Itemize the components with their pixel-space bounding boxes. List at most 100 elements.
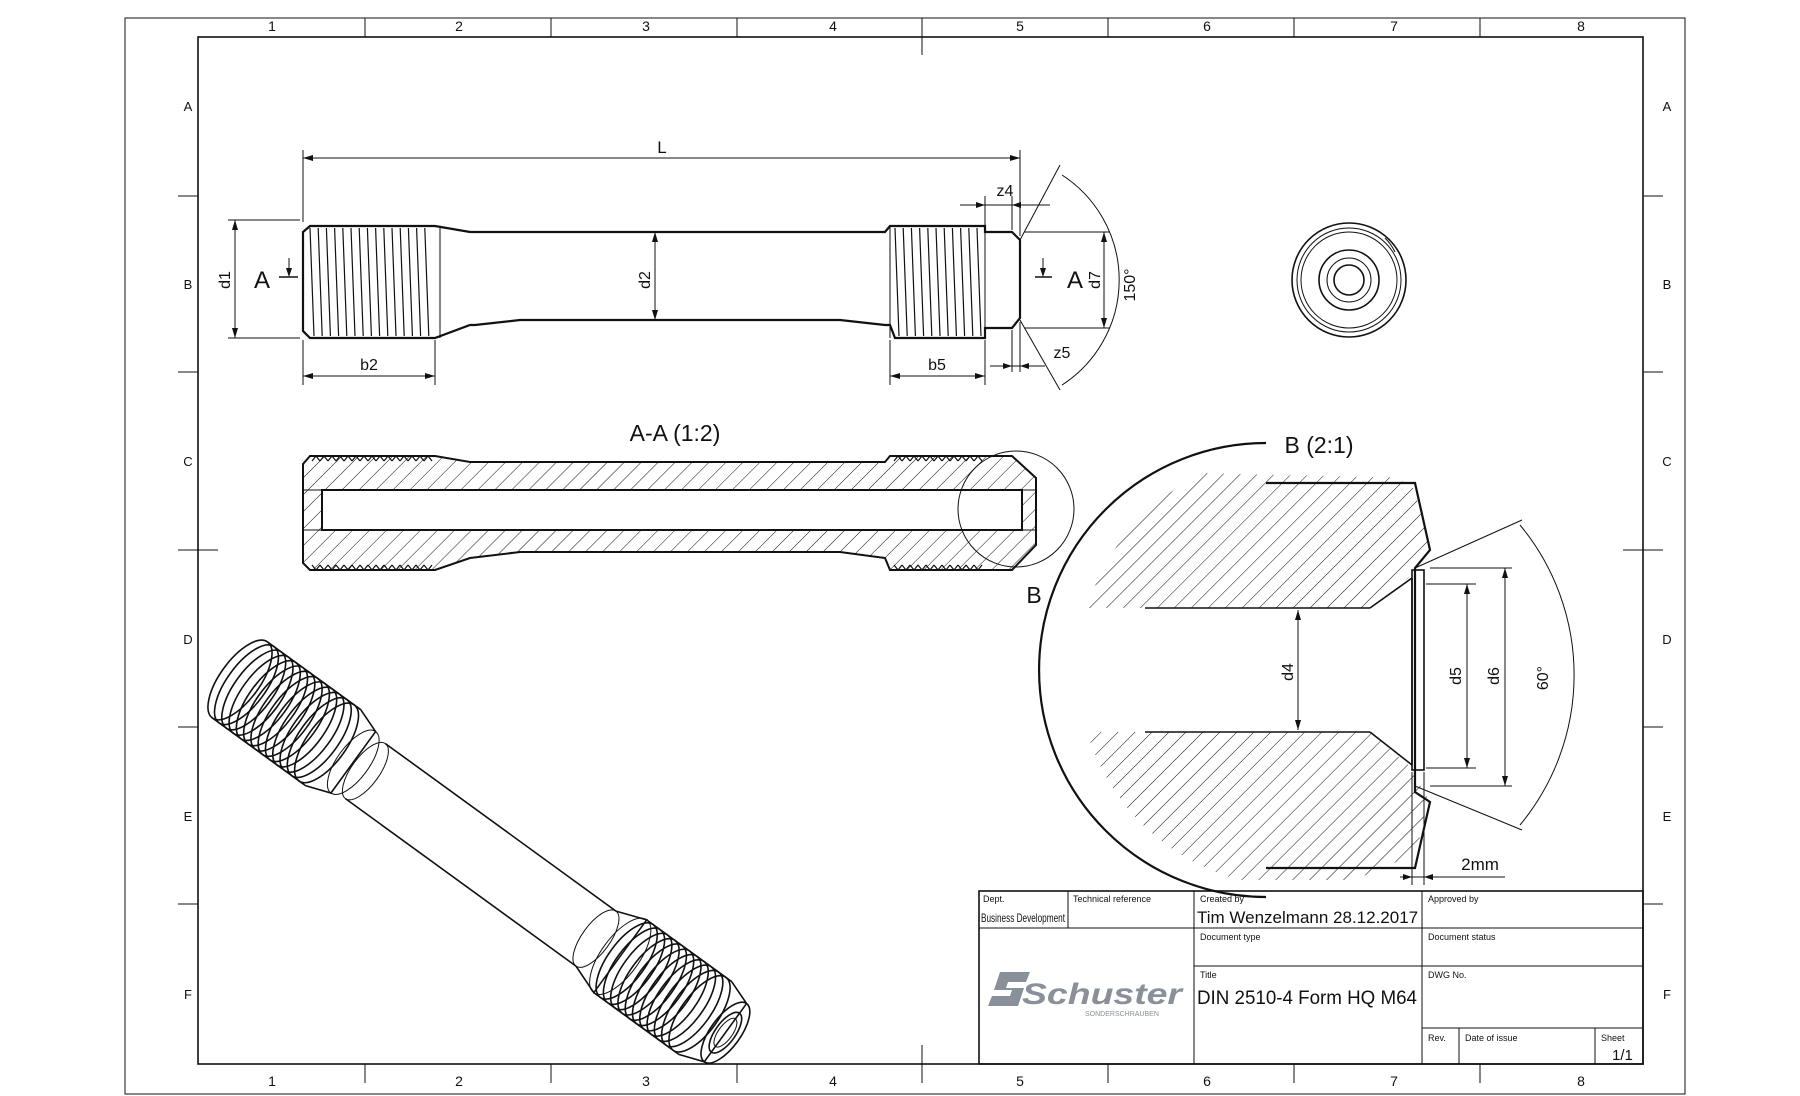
thread-tooth (965, 455, 975, 571)
sheet-value: 1/1 (1612, 1047, 1633, 1064)
detail-title: B (2:1) (1284, 432, 1353, 458)
dim-z5: z5 (1054, 345, 1071, 362)
thread-tooth (901, 455, 911, 571)
approved-by-label: Approved by (1428, 894, 1479, 904)
rev-label: Rev. (1428, 1033, 1446, 1043)
row-label: D (183, 632, 192, 647)
dim-d1: d1 (217, 271, 234, 289)
row-label: A (184, 99, 193, 114)
thread-line (894, 227, 900, 337)
thread-tooth (407, 455, 417, 571)
section-mark-a-left: A (254, 267, 270, 294)
section-body-hatched (302, 455, 1037, 571)
detail-outline (1037, 441, 1267, 899)
section-view-a-a: A-A (1:2) B (302, 420, 1075, 608)
thread-tooth (359, 455, 369, 571)
dim-z4: z4 (997, 183, 1014, 200)
column-label: 6 (1203, 1073, 1211, 1089)
detail-view-b: B (2:1) d4 d5 d6 60° (1037, 432, 1575, 899)
thread-line (943, 227, 949, 337)
row-label: C (1662, 454, 1671, 469)
thread-tooth (311, 455, 321, 571)
thread-tooth (917, 455, 927, 571)
column-label: 5 (1016, 18, 1024, 34)
row-label: F (184, 987, 192, 1002)
thread-line (951, 227, 957, 337)
bolt-outline (301, 224, 1022, 340)
thread-tooth (925, 455, 935, 571)
row-label: E (1663, 809, 1672, 824)
thread-tooth (383, 455, 393, 571)
thread-line (919, 227, 925, 337)
column-label: 7 (1390, 18, 1398, 34)
thread-tooth (367, 455, 377, 571)
thread-line (317, 227, 323, 337)
row-label: A (1663, 99, 1672, 114)
column-label: 8 (1577, 18, 1585, 34)
thread-line (325, 227, 331, 337)
column-label: 3 (642, 1073, 650, 1089)
thread-line (902, 227, 908, 337)
created-by-label: Created by (1200, 894, 1245, 904)
column-label: 4 (829, 1073, 837, 1089)
drawing-title: DIN 2510-4 Form HQ M64 (1197, 988, 1417, 1009)
thread-tooth (949, 455, 959, 571)
thread-line (416, 227, 422, 337)
column-label: 1 (268, 18, 276, 34)
thread-tooth (343, 455, 353, 571)
column-label: 2 (455, 1073, 463, 1089)
column-label: 3 (642, 18, 650, 34)
dim-d6: d6 (1486, 667, 1503, 685)
column-label: 8 (1577, 1073, 1585, 1089)
thread-line (910, 227, 916, 337)
thread-line (399, 227, 405, 337)
row-label: C (183, 454, 192, 469)
thread-line (927, 227, 933, 337)
thread-tooth (391, 455, 401, 571)
thread-tooth (399, 455, 409, 571)
thread-line (342, 227, 348, 337)
thread-tooth (415, 455, 425, 571)
row-label: B (184, 277, 193, 292)
dim-2mm: 2mm (1461, 855, 1499, 874)
dim-d2: d2 (637, 271, 654, 289)
drawing-frame: 1 2 3 4 5 6 7 8 1 2 3 4 5 6 7 8 A B C D … (124, 17, 1686, 1095)
row-label: D (1662, 632, 1671, 647)
thread-line (375, 227, 381, 337)
logo-subtext: SONDERSCHRAUBEN (1085, 1011, 1159, 1018)
dim-b2: b2 (360, 357, 378, 374)
section-title: A-A (1:2) (630, 420, 721, 446)
dim-L: L (657, 138, 666, 157)
schuster-logo: Schuster SONDERSCHRAUBEN (988, 972, 1185, 1018)
thread-tooth (327, 455, 337, 571)
thread-line (383, 227, 389, 337)
dim-d7: d7 (1087, 271, 1104, 289)
thread-tooth (957, 455, 967, 571)
section-thread-teeth (311, 455, 983, 571)
thread-line (424, 227, 430, 337)
thread-line (366, 227, 372, 337)
doc-type-label: Document type (1200, 932, 1261, 942)
logo-text: Schuster (1022, 978, 1185, 1011)
thread-ring (668, 974, 731, 1053)
thread-tooth (973, 455, 983, 571)
thread-lines (309, 227, 430, 337)
thread-line (976, 227, 982, 337)
dim-angle-60: 60° (1535, 666, 1552, 690)
thread-line (960, 227, 966, 337)
detail-circle-b (957, 450, 1075, 568)
thread-tooth (893, 455, 903, 571)
tech-ref-label: Technical reference (1073, 894, 1151, 904)
thread-line (391, 227, 397, 337)
isometric-view (207, 639, 751, 1064)
column-label: 1 (268, 1073, 276, 1089)
sheet-label: Sheet (1601, 1033, 1625, 1043)
thread-tooth (933, 455, 943, 571)
column-ticks (364, 18, 1481, 1083)
thread-line (350, 227, 356, 337)
thread-line (968, 227, 974, 337)
section-mark-a-right: A (1067, 267, 1083, 294)
dept-value: Business Development (981, 911, 1065, 925)
column-label: 5 (1016, 1073, 1024, 1089)
